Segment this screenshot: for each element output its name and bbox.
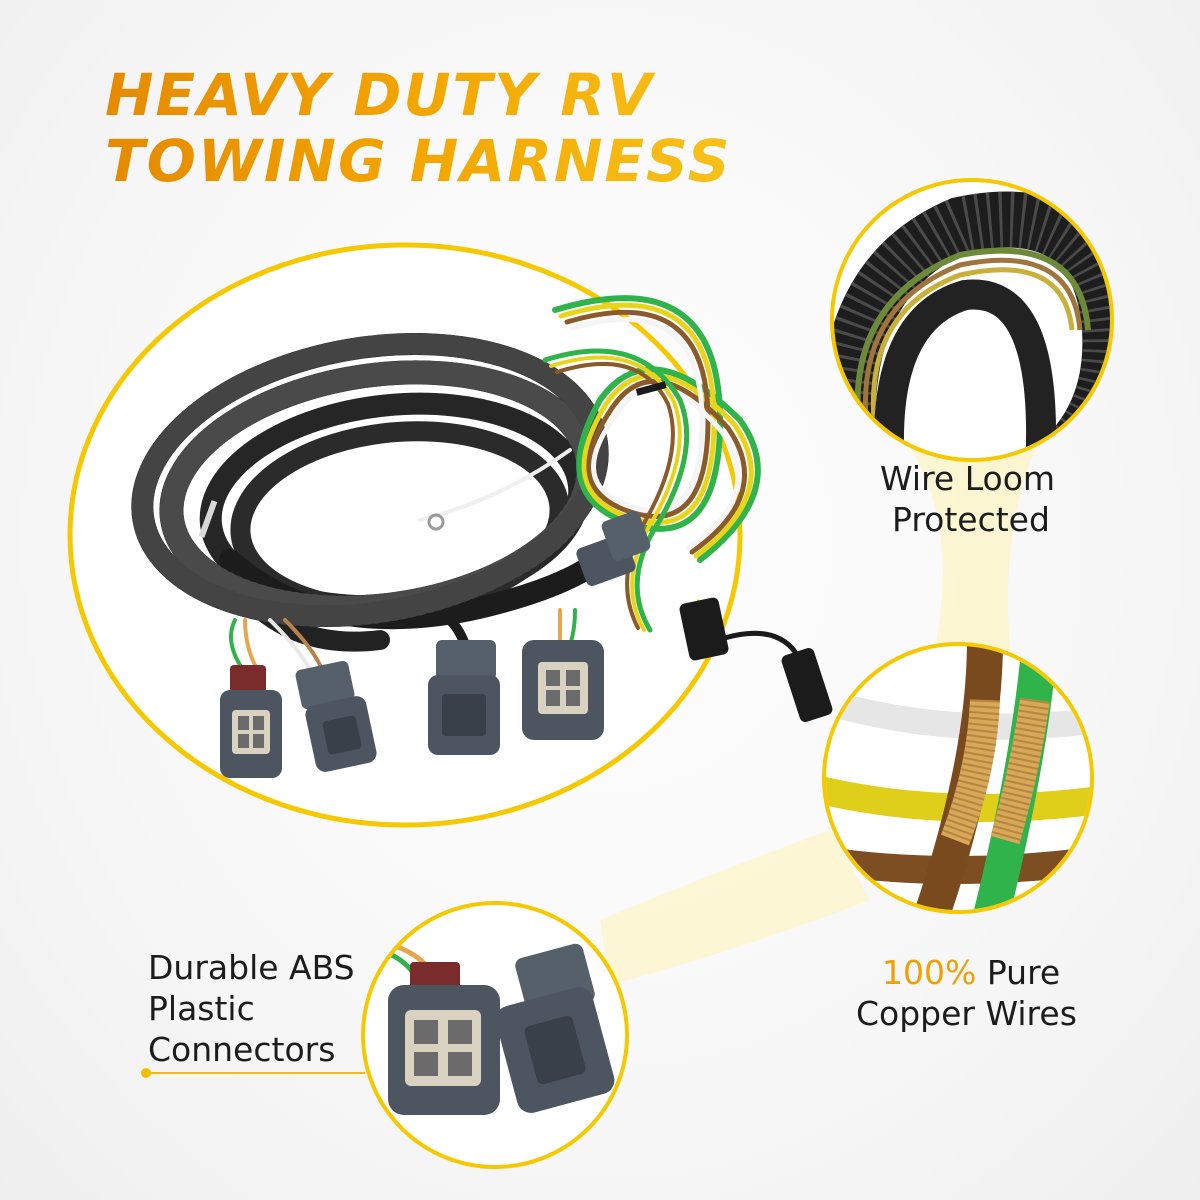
connector-detail — [361, 901, 629, 1169]
copper-label-rest: Pure — [976, 953, 1061, 992]
flat-wire-bundle — [542, 295, 761, 633]
abs-label-line-1: Durable ABS — [148, 948, 355, 987]
connector-female-a — [220, 665, 282, 778]
loom-label-line-1: Wire Loom — [880, 459, 1056, 498]
abs-label-line-2: Plastic — [148, 989, 255, 1028]
abs-label-line-3: Connectors — [148, 1030, 336, 1069]
abs-feature-label: Durable ABS Plastic Connectors — [148, 947, 355, 1070]
four-pin-flat-connector — [679, 597, 833, 722]
callout-glow-copper — [600, 830, 870, 985]
abs-callout-dot — [141, 1068, 151, 1078]
connector-female-b — [522, 640, 604, 740]
loom-feature-label: Wire Loom Protected — [880, 458, 1055, 540]
callout-glow-loom — [905, 440, 1040, 650]
harness-connectors — [220, 511, 651, 778]
copper-label-line-2: Copper Wires — [856, 994, 1077, 1033]
copper-wire-detail — [822, 642, 1094, 914]
connector-male-a — [295, 660, 377, 772]
connector-male-b — [428, 640, 500, 755]
loom-label-line-2: Protected — [892, 500, 1050, 539]
copper-feature-label: 100% Pure Copper Wires — [856, 952, 1077, 1034]
copper-percent: 100% — [882, 953, 977, 992]
connector-mid — [576, 511, 651, 586]
copper-label-line-1: 100% Pure — [856, 952, 1077, 993]
wire-loom-detail — [830, 178, 1114, 462]
